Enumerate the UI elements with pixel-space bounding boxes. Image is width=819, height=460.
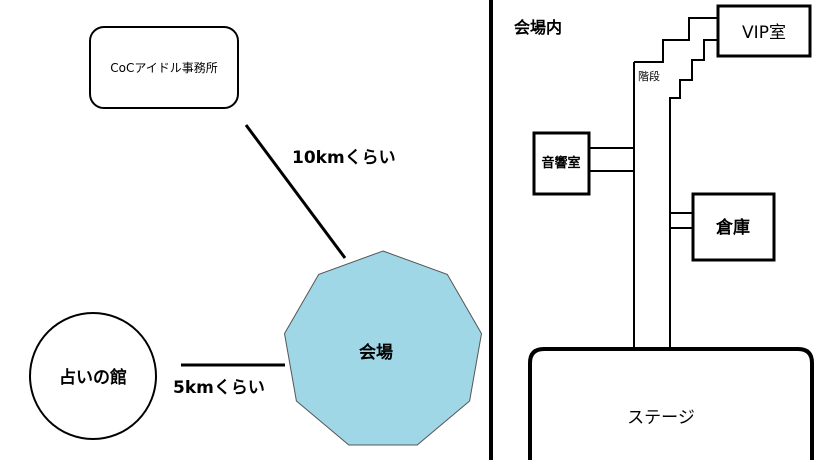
vip-room: VIP室 <box>716 4 812 58</box>
stairs-outer-wall <box>634 17 718 63</box>
idol-office-box <box>89 26 239 109</box>
fortune-house-circle <box>29 312 157 440</box>
stage-label: ステージ <box>627 408 695 428</box>
venue-label: 会場 <box>359 342 393 363</box>
fortune-distance-label: 5kmくらい <box>173 378 265 398</box>
office-to-venue-line <box>244 124 347 259</box>
fortune-house-label: 占いの館 <box>59 367 127 388</box>
venue-node: 会場 <box>283 250 483 446</box>
sound-room-label: 音響室 <box>541 155 580 171</box>
storage-room-label: 倉庫 <box>715 217 750 238</box>
vip-room-label: VIP室 <box>742 23 786 43</box>
idol-office-label: CoCアイドル事務所 <box>110 61 218 75</box>
sound-room: 音響室 <box>532 131 591 196</box>
venue-interior-title: 会場内 <box>514 18 562 37</box>
fortune-house-node: 占いの館 <box>29 312 157 440</box>
stairs-label: 階段 <box>638 69 660 83</box>
vip-room-box <box>716 4 812 58</box>
sound-room-box <box>532 131 591 196</box>
storage-room-box <box>691 192 776 262</box>
storage-room: 倉庫 <box>691 192 776 262</box>
idol-office-node: CoCアイドル事務所 <box>89 26 239 109</box>
venue-polygon <box>283 250 483 446</box>
stage-box <box>528 347 814 460</box>
stage-area: ステージ <box>528 347 814 460</box>
office-distance-label: 10kmくらい <box>292 148 396 168</box>
stairs-inner-wall <box>669 39 718 112</box>
